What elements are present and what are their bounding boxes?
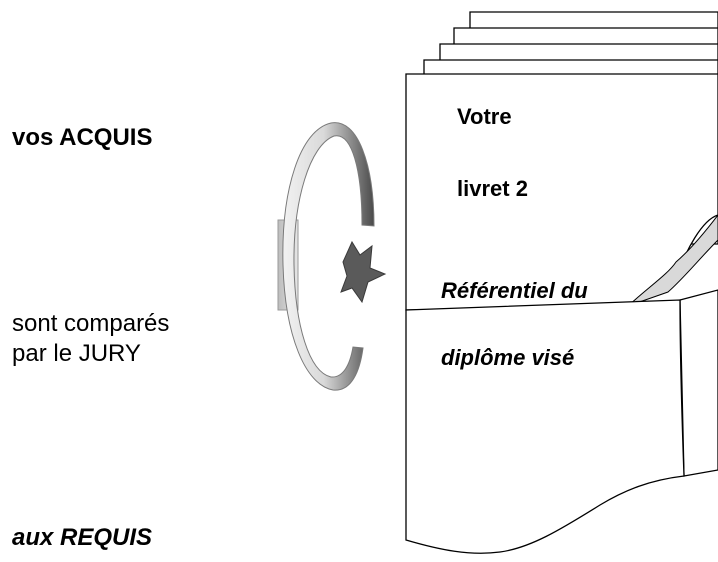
ref-page-back bbox=[679, 289, 718, 477]
compare-label-line2: par le JURY bbox=[12, 340, 141, 367]
requis-label: aux REQUIS bbox=[12, 524, 153, 551]
referentiel-title-line2: diplôme visé bbox=[441, 345, 575, 370]
livret-title-line1: Votre bbox=[457, 104, 512, 129]
referentiel-title-line1: Référentiel du bbox=[441, 278, 588, 303]
referentiel-page bbox=[405, 299, 685, 554]
compare-label-line1: sont comparés bbox=[12, 310, 170, 337]
livret-title-line2: livret 2 bbox=[457, 176, 528, 201]
arrow-head bbox=[340, 240, 387, 304]
arrow-band bbox=[282, 122, 375, 391]
acquis-label: vos ACQUIS bbox=[12, 124, 153, 151]
page-curl bbox=[627, 214, 718, 307]
